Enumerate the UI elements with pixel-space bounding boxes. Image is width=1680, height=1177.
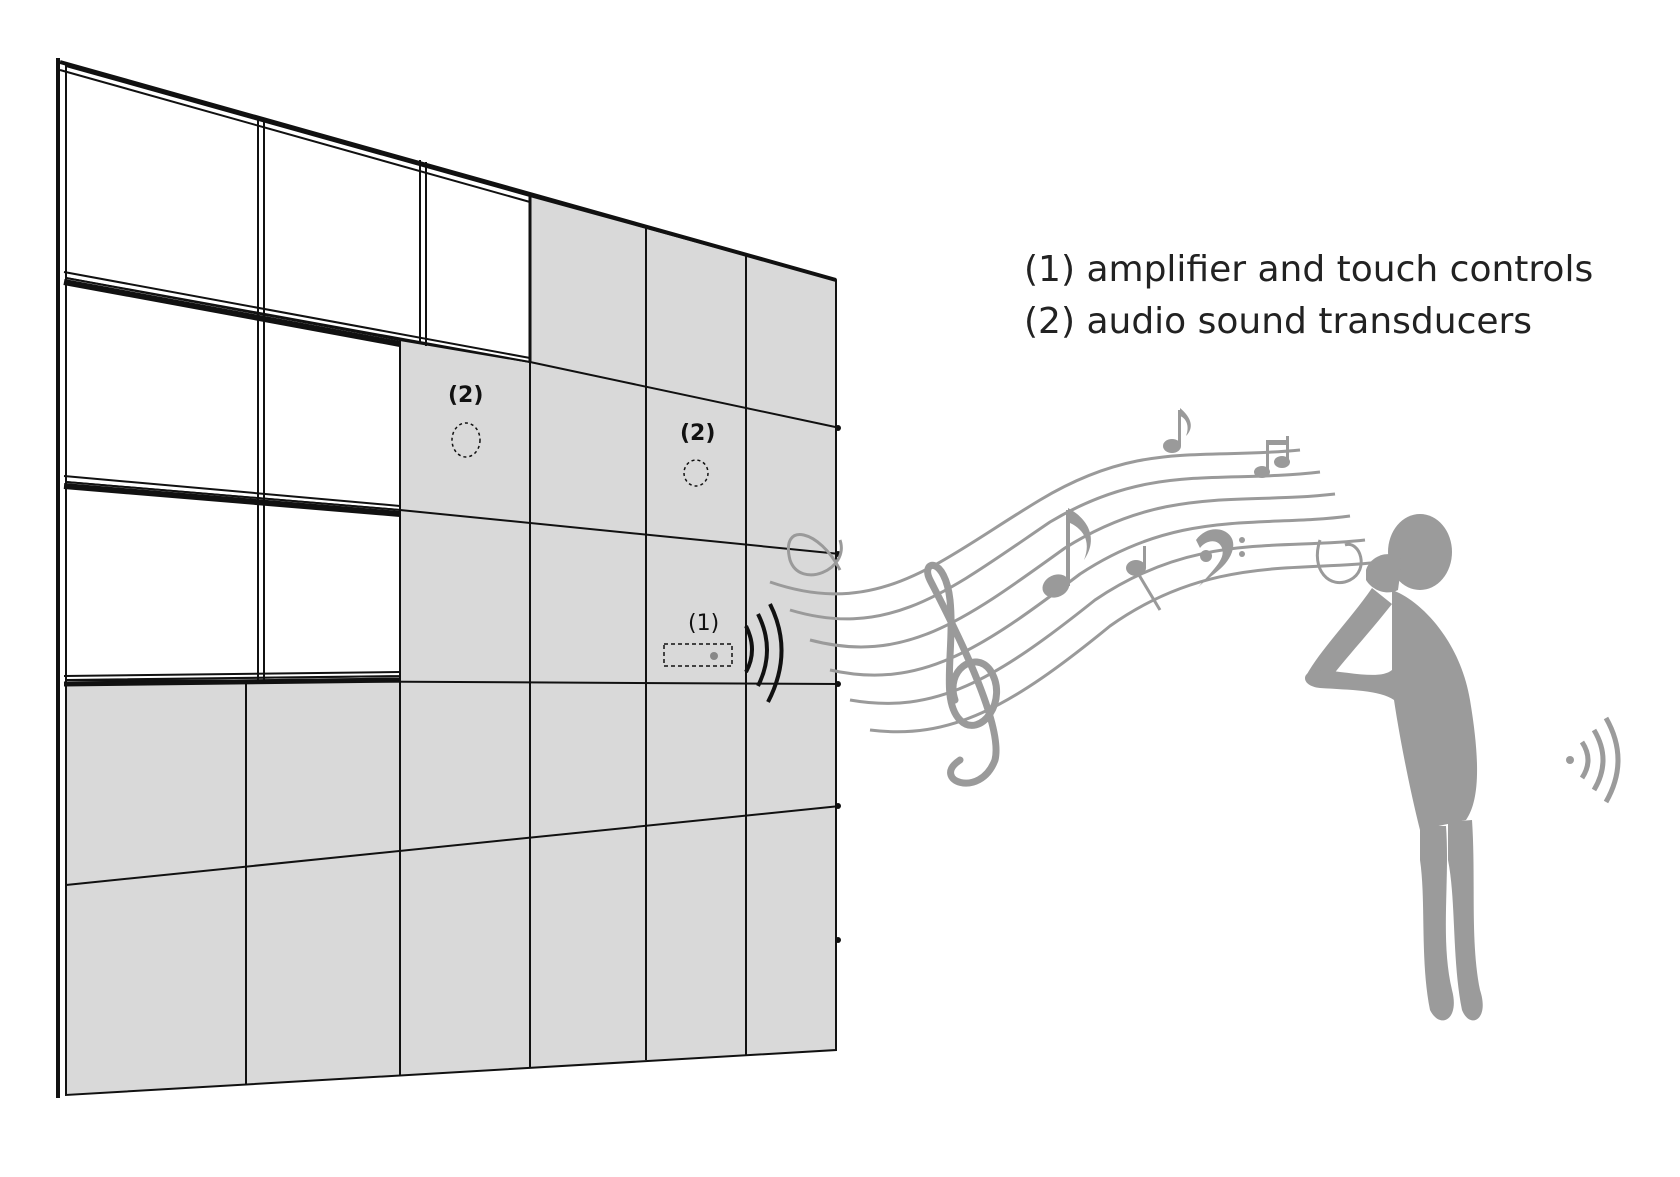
transducer-label-a: (2) (448, 383, 483, 408)
transducer-label-b: (2) (680, 421, 715, 446)
wall-open-frame (65, 64, 531, 682)
sound-wave-icon-listener (1566, 716, 1621, 804)
transducer-marker-b: (2) (680, 421, 715, 487)
legend-item-amplifier: (1) amplifier and touch controls (1024, 249, 1594, 290)
listener-silhouette-icon (1305, 514, 1483, 1021)
eighth-note-icon (1042, 508, 1091, 598)
music-staff (769, 448, 1381, 734)
frame-rails (59, 60, 837, 687)
legend-item-transducers: (2) audio sound transducers (1024, 301, 1533, 342)
eighth-note-icon-small (1163, 408, 1191, 453)
rail-ends (835, 425, 841, 943)
legend: (1) amplifier and touch controls (2) aud… (1024, 244, 1593, 348)
beamed-note-icon (1254, 436, 1290, 478)
panel-grid (65, 196, 841, 1085)
treble-clef-icon (924, 561, 1000, 787)
amplifier-marker: (1) (663, 611, 733, 667)
transducer-marker-a: (2) (448, 383, 483, 458)
amplifier-label: (1) (688, 611, 719, 636)
sixteenth-note-icon (1126, 546, 1162, 611)
sound-wave-icon (744, 603, 784, 703)
bass-clef-icon (1196, 529, 1245, 590)
